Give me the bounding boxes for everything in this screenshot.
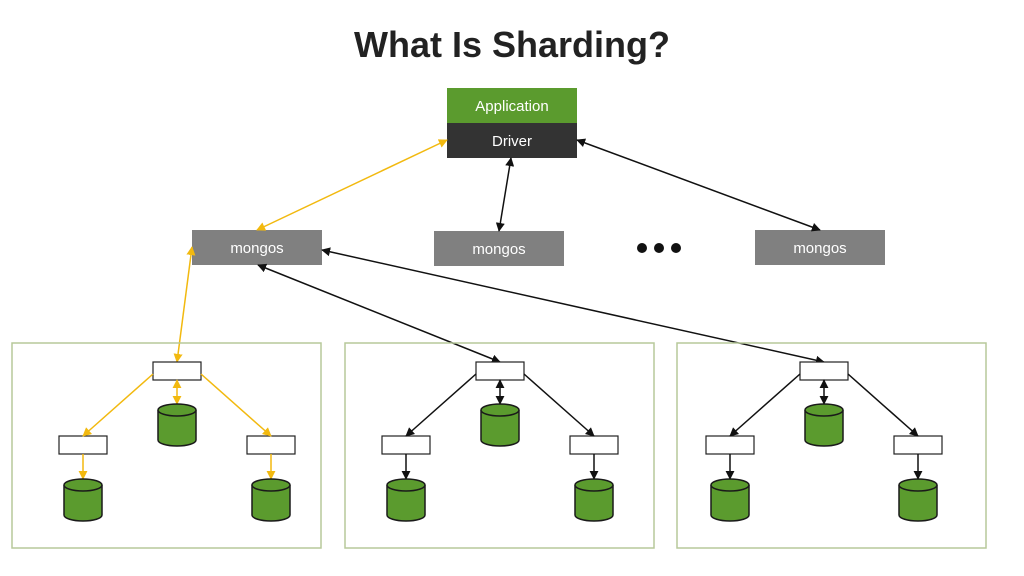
database-icon [251, 478, 291, 522]
driver-to-router-2-connection [495, 157, 515, 232]
shard-1-replication-left [82, 373, 154, 437]
shard-3-replication-left [729, 373, 801, 437]
shard-2-replication-left [405, 373, 477, 437]
more-routers-ellipsis [637, 243, 681, 253]
shard-2-primary-node [475, 361, 525, 381]
shard-2-border [344, 342, 655, 549]
shard-3-replication-right [847, 373, 919, 437]
router-to-shard-3-connection [321, 247, 825, 365]
shard-1-secondary-node-left [58, 435, 108, 455]
page-title: What Is Sharding? [353, 24, 670, 65]
shard-1-primary-node [152, 361, 202, 381]
router-to-shard-1-connection [173, 246, 196, 363]
shard-1-secondary-node-right [246, 435, 296, 455]
database-icon [574, 478, 614, 522]
driver-to-router-3-connection [576, 138, 821, 232]
shard-3 [676, 342, 987, 549]
shard-2-secondary-node-right [569, 435, 619, 455]
driver-box [447, 123, 577, 158]
shard-3-secondary-node-right [893, 435, 943, 455]
shard-3-primary-node [799, 361, 849, 381]
database-icon [898, 478, 938, 522]
shard-1-replication-right [200, 373, 272, 437]
driver-label: Driver [492, 133, 532, 150]
application-label: Application [475, 98, 548, 115]
mongos-router-1-label: mongos [230, 240, 283, 257]
mongos-router-3-label: mongos [793, 240, 846, 257]
database-icon [386, 478, 426, 522]
driver-to-router-1-connection [256, 139, 448, 231]
database-icon [710, 478, 750, 522]
ellipsis-dot [637, 243, 647, 253]
shard-2 [344, 342, 655, 549]
database-icon [804, 403, 844, 447]
shard-3-border [676, 342, 987, 549]
application-box [447, 88, 577, 123]
shard-2-replication-right [523, 373, 595, 437]
shard-3-secondary-node-left [705, 435, 755, 455]
mongos-router-1 [192, 230, 322, 265]
ellipsis-dot [671, 243, 681, 253]
shard-1-border [11, 342, 322, 549]
router-to-shard-2-connection [257, 263, 501, 364]
shard-1 [11, 342, 322, 549]
database-icon [480, 403, 520, 447]
ellipsis-dot [654, 243, 664, 253]
database-icon [157, 403, 197, 447]
mongos-router-2-label: mongos [472, 241, 525, 258]
database-icon [63, 478, 103, 522]
shard-2-secondary-node-left [381, 435, 431, 455]
